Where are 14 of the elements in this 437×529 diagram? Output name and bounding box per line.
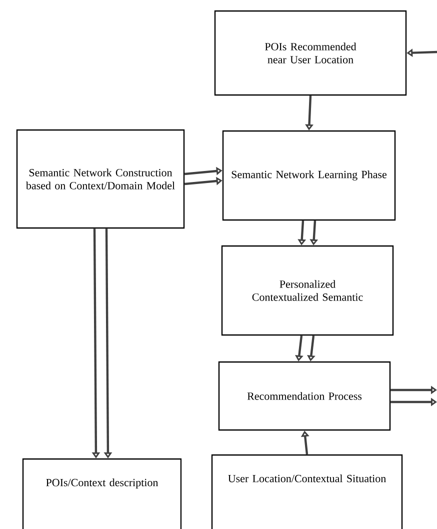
- node-label: Personalized Contextualized Semantic: [252, 280, 363, 301]
- node-label: Semantic Network Construction based on Context/Domain Model: [26, 168, 175, 190]
- node-label: Recommendation Process: [247, 392, 362, 400]
- process-box: [218, 361, 391, 431]
- node-label: POIs/Context description: [46, 478, 158, 489]
- process-box: [222, 130, 396, 221]
- node-label: Semantic Network Learning Phase: [232, 170, 387, 180]
- process-box: [16, 129, 185, 229]
- process-box: [221, 245, 394, 336]
- node-label: POIs Recommended near User Location: [264, 42, 356, 64]
- process-box: [22, 458, 182, 529]
- process-box: [214, 10, 407, 96]
- process-box: [211, 454, 403, 529]
- node-label: User Location/Contextual Situation: [228, 474, 386, 482]
